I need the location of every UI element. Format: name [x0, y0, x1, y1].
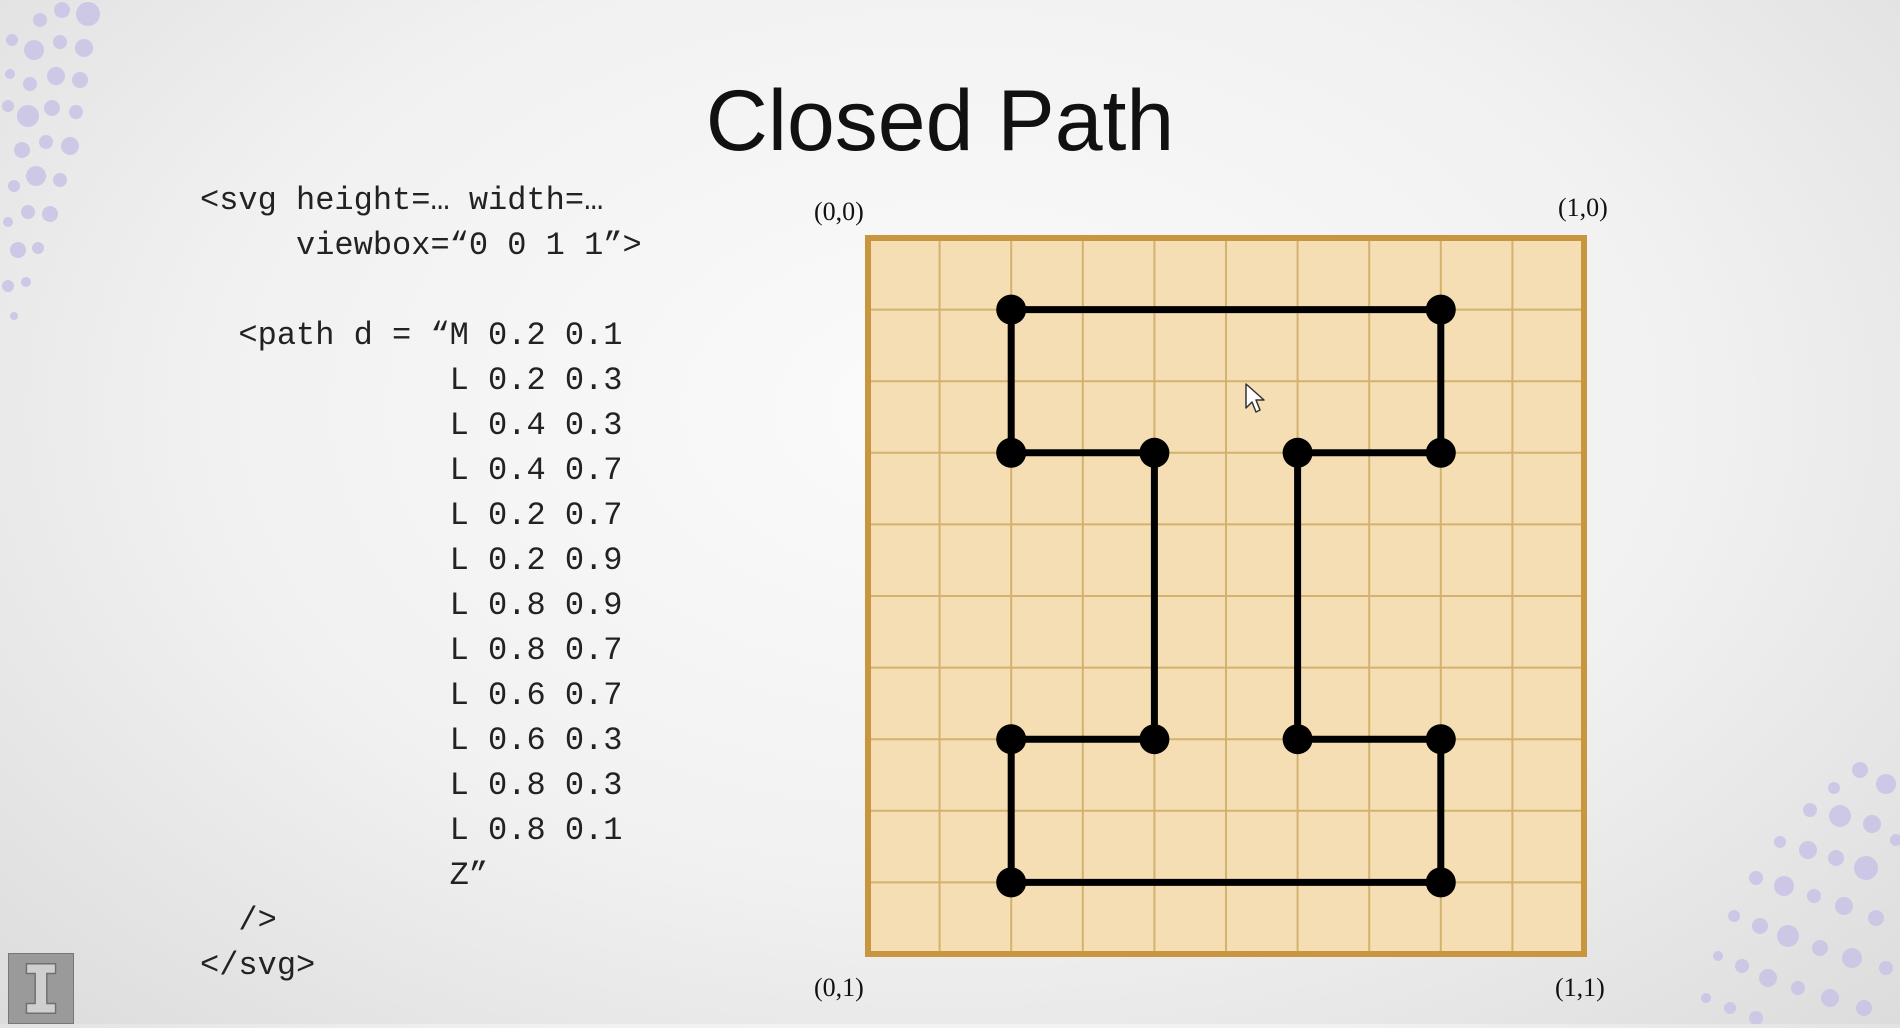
code-block: <svg height=… width=… viewbox=“0 0 1 1”>…	[200, 178, 642, 988]
university-logo-icon	[8, 953, 74, 1024]
path-vertex	[1282, 724, 1313, 755]
path-vertex	[1139, 724, 1170, 755]
path-vertex	[996, 724, 1027, 755]
corner-label-top-left: (0,0)	[814, 197, 864, 226]
code-line: L 0.8 0.1	[200, 812, 623, 849]
code-line: />	[200, 902, 277, 939]
code-line: Z”	[200, 857, 489, 894]
decorative-dots-bottom-right	[1701, 762, 1900, 1024]
path-vertex	[1139, 437, 1170, 468]
code-line: L 0.2 0.7	[200, 497, 623, 534]
corner-label-bottom-right: (1,1)	[1555, 973, 1605, 1002]
path-vertices	[996, 294, 1456, 898]
code-line: </svg>	[200, 947, 316, 984]
decorative-dots-top-left	[2, 2, 100, 320]
corner-label-bottom-left: (0,1)	[814, 973, 864, 1002]
corner-label-top-right: (1,0)	[1558, 193, 1608, 222]
path-vertex	[1425, 724, 1456, 755]
cursor-arrow-icon	[1245, 383, 1265, 413]
path-vertex	[1425, 437, 1456, 468]
code-line: L 0.4 0.7	[200, 452, 623, 489]
code-line: L 0.8 0.9	[200, 587, 623, 624]
path-vertex	[996, 867, 1027, 898]
code-line: <path d = “M 0.2 0.1	[200, 317, 623, 354]
code-line: L 0.6 0.7	[200, 677, 623, 714]
code-line: viewbox=“0 0 1 1”>	[200, 227, 642, 264]
code-line: <svg height=… width=…	[200, 182, 604, 219]
code-line: L 0.8 0.3	[200, 767, 623, 804]
grid-lines	[868, 238, 1584, 954]
grid-diagram: (0,0) (1,0) (0,1) (1,1)	[814, 193, 1608, 1002]
path-vertex	[1282, 437, 1313, 468]
path-vertex	[996, 294, 1027, 325]
path-vertex	[1425, 294, 1456, 325]
code-line: L 0.2 0.9	[200, 542, 623, 579]
code-line: L 0.4 0.3	[200, 407, 623, 444]
slide-title: Closed Path	[705, 73, 1175, 169]
code-line: L 0.8 0.7	[200, 632, 623, 669]
grid-border	[865, 235, 1587, 957]
path-vertex	[996, 437, 1027, 468]
code-line	[200, 268, 642, 313]
code-line: L 0.2 0.3	[200, 362, 623, 399]
code-line: L 0.6 0.3	[200, 722, 623, 759]
path-vertex	[1425, 867, 1456, 898]
